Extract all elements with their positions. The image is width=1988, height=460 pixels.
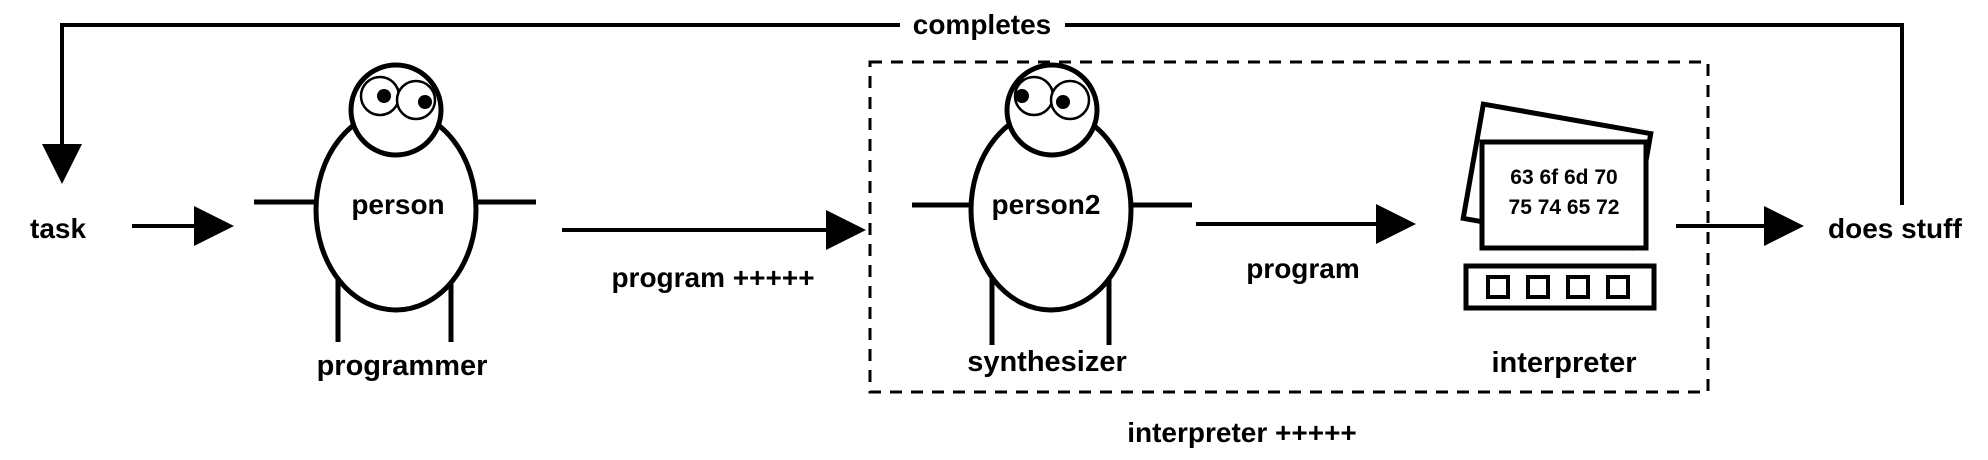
program-plus-label: program +++++ [611, 262, 814, 293]
synthesizer-figure: person2 [912, 62, 1192, 345]
programmer-right-eye [395, 79, 437, 121]
completes-label: completes [913, 9, 1052, 40]
interpreter-caption: interpreter [1491, 347, 1636, 379]
program-label: program [1246, 253, 1360, 284]
interpreter-screen [1479, 139, 1649, 251]
programmer-figure: person [254, 62, 536, 342]
programmer-right-pupil [418, 95, 432, 109]
programmer-body-text: person [351, 189, 444, 220]
synthesizer-caption: synthesizer [967, 346, 1127, 378]
keyboard-key-1 [1486, 275, 1510, 299]
does-stuff-label: does stuff [1828, 213, 1962, 244]
interpreter-computer: 63 6f 6d 70 75 74 65 72 [1460, 101, 1657, 311]
keyboard-key-3 [1566, 275, 1590, 299]
keyboard-key-2 [1526, 275, 1550, 299]
synthesizer-left-pupil [1015, 89, 1029, 103]
programmer-caption: programmer [317, 350, 488, 382]
interpreter-plus-label: interpreter +++++ [1127, 417, 1357, 448]
synthesizer-right-pupil [1056, 95, 1070, 109]
completes-loop-arrow [42, 23, 1904, 205]
keyboard-key-4 [1606, 275, 1630, 299]
synthesizer-right-eye [1049, 79, 1091, 121]
programmer-left-pupil [377, 89, 391, 103]
interpreter-screen-line1: 63 6f 6d 70 [1510, 166, 1617, 189]
task-label: task [30, 213, 86, 244]
synthesizer-body-text: person2 [992, 189, 1101, 220]
interpreter-plus-boundary [868, 60, 1710, 394]
interpreter-screen-line2: 75 74 65 72 [1509, 196, 1620, 219]
